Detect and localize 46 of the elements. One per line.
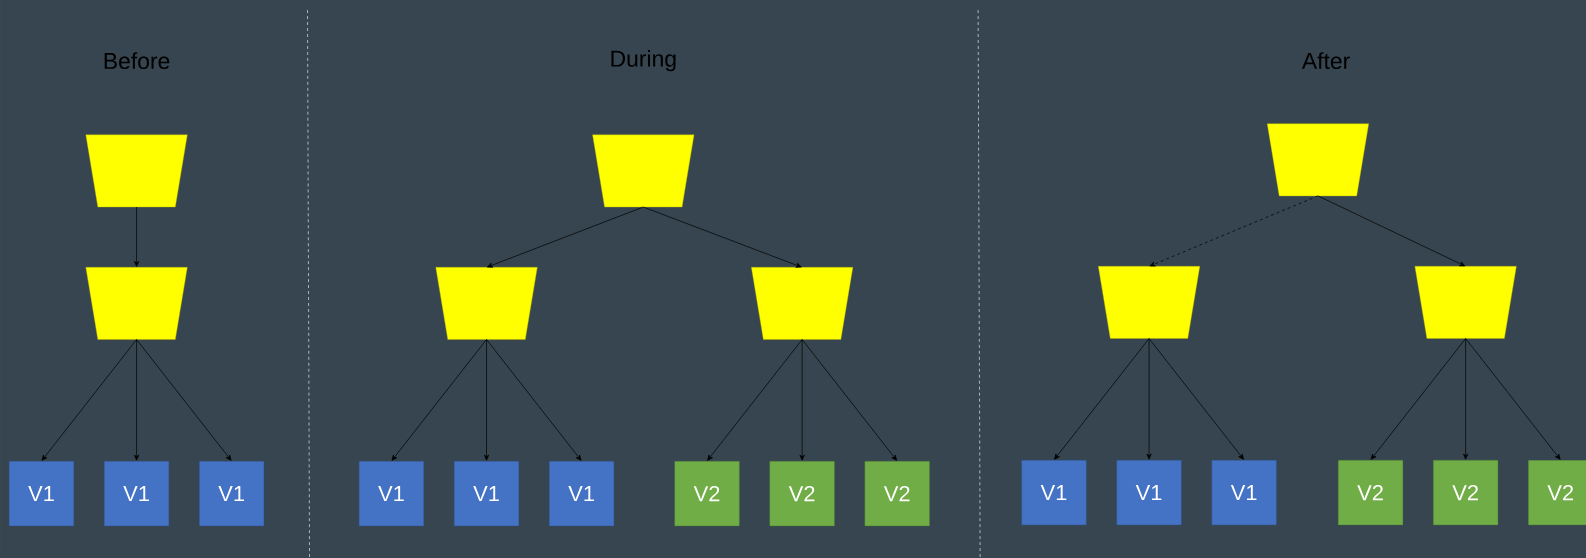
version-box: V2 xyxy=(674,461,740,527)
version-box: V2 xyxy=(864,461,930,527)
arrow xyxy=(1370,338,1466,460)
arrow xyxy=(487,206,644,268)
arrow xyxy=(799,339,805,461)
arrow xyxy=(41,339,137,461)
arrow xyxy=(1465,338,1561,460)
arrow xyxy=(391,339,487,461)
version-box: V1 xyxy=(8,461,75,527)
version-box: V2 xyxy=(1528,460,1586,526)
trapezoid-shape xyxy=(1267,123,1369,197)
arrow xyxy=(1317,195,1466,267)
version-box: V1 xyxy=(454,461,520,527)
version-box: V1 xyxy=(104,461,170,527)
panel-title: During xyxy=(611,50,676,72)
version-box: V1 xyxy=(1211,460,1277,526)
arrow xyxy=(134,339,140,461)
version-box: V2 xyxy=(769,461,835,527)
trapezoid-shape xyxy=(751,267,854,340)
arrow xyxy=(707,339,803,461)
panel-title: Before xyxy=(104,52,170,70)
arrow xyxy=(1148,338,1244,460)
arrow xyxy=(486,339,582,461)
arrow xyxy=(136,339,232,461)
arrow xyxy=(1146,338,1152,460)
trapezoid-shape xyxy=(85,267,188,340)
arrow xyxy=(1463,338,1469,460)
arrow xyxy=(1149,195,1319,267)
trapezoid-shape xyxy=(1098,266,1200,339)
trapezoid-shape xyxy=(435,267,538,340)
version-box: V2 xyxy=(1433,460,1499,526)
version-box: V1 xyxy=(1021,460,1087,526)
arrow xyxy=(484,339,490,461)
version-box: V2 xyxy=(1338,460,1404,526)
arrow xyxy=(642,206,802,268)
trapezoid-shape xyxy=(592,134,695,208)
arrow xyxy=(134,206,140,267)
arrow xyxy=(1054,338,1150,460)
panel-title: After xyxy=(1301,52,1350,70)
version-box: V1 xyxy=(1116,460,1182,526)
version-box: V1 xyxy=(199,461,265,527)
trapezoid-shape xyxy=(85,134,188,208)
trapezoid-shape xyxy=(1414,266,1517,339)
arrow xyxy=(801,339,897,461)
version-box: V1 xyxy=(549,461,615,527)
version-box: V1 xyxy=(358,461,424,527)
